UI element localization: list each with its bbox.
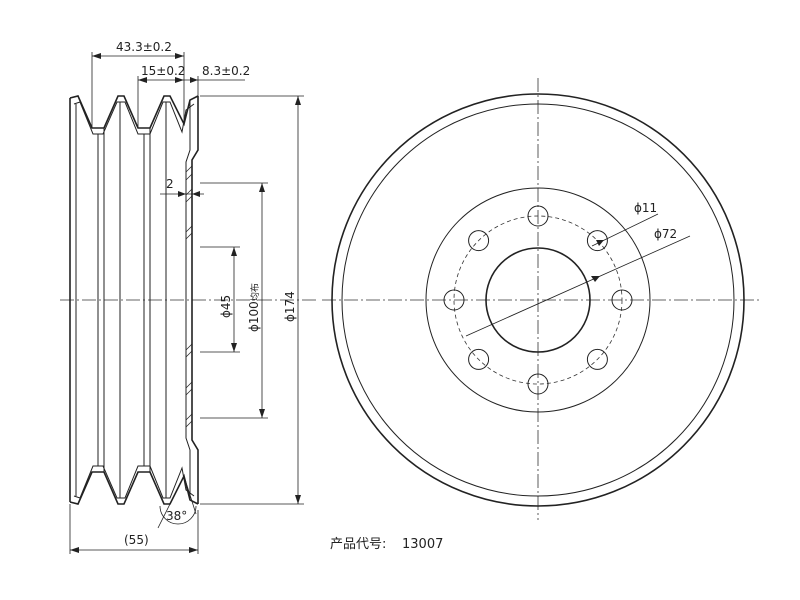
- web-circle: [425, 187, 651, 413]
- dim-angle-arc: [159, 505, 197, 525]
- dim-width-label: 43.3±0.2: [116, 40, 172, 54]
- product-code: 产品代号: 13007: [330, 537, 443, 552]
- bolt-hole: [468, 348, 490, 370]
- bolt-hole: [468, 230, 490, 252]
- dim-pcd-leader: [465, 235, 691, 337]
- web-right-face: [191, 96, 199, 504]
- angle-ray-right: [183, 475, 197, 515]
- rim-profile-bottom-inner: [73, 465, 195, 499]
- bolt-hole: [527, 205, 549, 227]
- dim-offset-label: 8.3±0.2: [202, 64, 250, 78]
- product-code-value: 13007: [402, 537, 443, 552]
- bolt-holes: [443, 205, 633, 395]
- dim-bore-label: ϕ45: [219, 295, 233, 318]
- dim-web-label: 2: [166, 177, 174, 191]
- dim-bolt-label: ϕ100均布: [247, 283, 261, 332]
- dim-pitch-label: 15±0.2: [141, 64, 185, 78]
- rim-inner-circle: [341, 103, 735, 497]
- dim-outer-label: ϕ174: [283, 291, 297, 322]
- bolt-hole: [586, 230, 608, 252]
- bore-circle: [485, 247, 591, 353]
- rim-profile-top-inner: [73, 101, 195, 135]
- side-view: ϕ45 ϕ100均布 ϕ174 2 43.3±0.2 15±0.2 8.3±0.…: [60, 40, 318, 554]
- bolt-hole: [611, 289, 633, 311]
- bolt-hole: [586, 348, 608, 370]
- bolt-hole: [443, 289, 465, 311]
- angle-ray-left: [157, 503, 171, 529]
- web-hatching: [185, 165, 193, 428]
- dim-total-label: (55): [124, 533, 149, 547]
- bolt-pitch-circle: [453, 215, 623, 385]
- outer-rim-circle: [331, 93, 745, 507]
- product-code-label: 产品代号:: [330, 537, 386, 552]
- dim-angle-label: 38°: [166, 509, 187, 523]
- dim-pcd-label: ϕ72: [654, 227, 677, 241]
- dim-hole-label: ϕ11: [634, 201, 657, 215]
- web-left-face: [185, 100, 191, 500]
- front-view: ϕ72 ϕ11: [322, 78, 760, 520]
- bolt-hole: [527, 373, 549, 395]
